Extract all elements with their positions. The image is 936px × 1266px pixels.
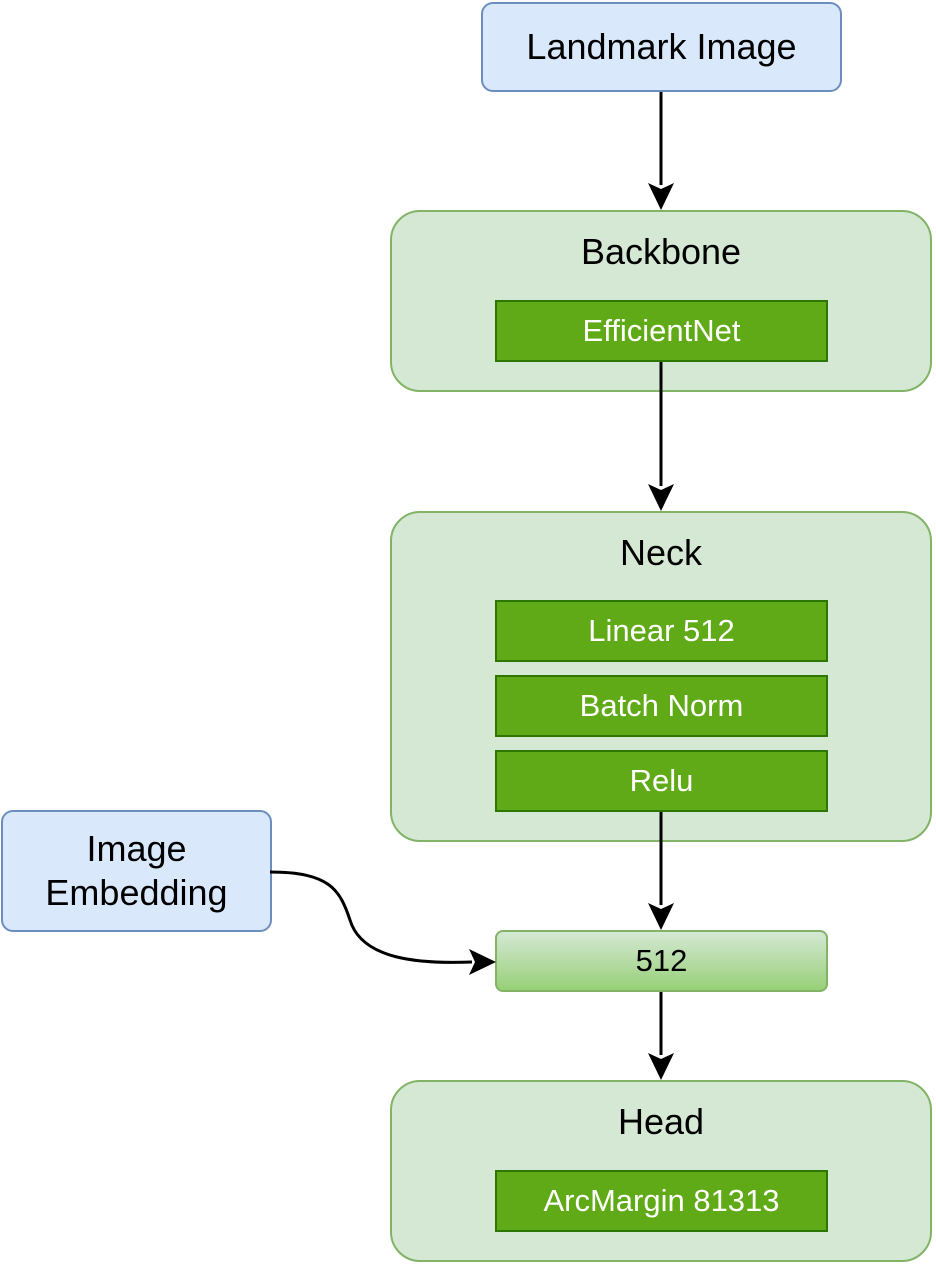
arrowhead-head — [648, 1053, 674, 1080]
landmark-image-node: Landmark Image — [481, 2, 842, 92]
efficientnet-layer: EfficientNet — [495, 300, 828, 362]
landmark-image-label: Landmark Image — [526, 26, 797, 67]
embedding-512-label: 512 — [635, 943, 688, 978]
arrowhead-backbone — [648, 183, 674, 210]
linear-512-label: Linear 512 — [588, 613, 735, 648]
relu-label: Relu — [629, 763, 694, 798]
arcmargin-layer: ArcMargin 81313 — [495, 1170, 828, 1232]
backbone-title: Backbone — [580, 231, 742, 272]
arcmargin-label: ArcMargin 81313 — [543, 1183, 780, 1218]
arrowhead-embedding — [648, 903, 674, 930]
batch-norm-layer: Batch Norm — [495, 675, 828, 737]
batch-norm-label: Batch Norm — [579, 688, 744, 723]
arrowhead-image-embedding — [469, 949, 496, 975]
linear-512-layer: Linear 512 — [495, 600, 828, 662]
image-embedding-label: Image Embedding — [45, 828, 228, 913]
arrowhead-neck — [648, 484, 674, 511]
neck-title: Neck — [619, 532, 703, 573]
efficientnet-label: EfficientNet — [582, 313, 741, 348]
relu-layer: Relu — [495, 750, 828, 812]
embedding-512-node: 512 — [495, 930, 828, 992]
head-title: Head — [617, 1101, 705, 1142]
image-embedding-node: Image Embedding — [1, 810, 272, 932]
edge-image-embedding-to-512 — [269, 870, 473, 964]
